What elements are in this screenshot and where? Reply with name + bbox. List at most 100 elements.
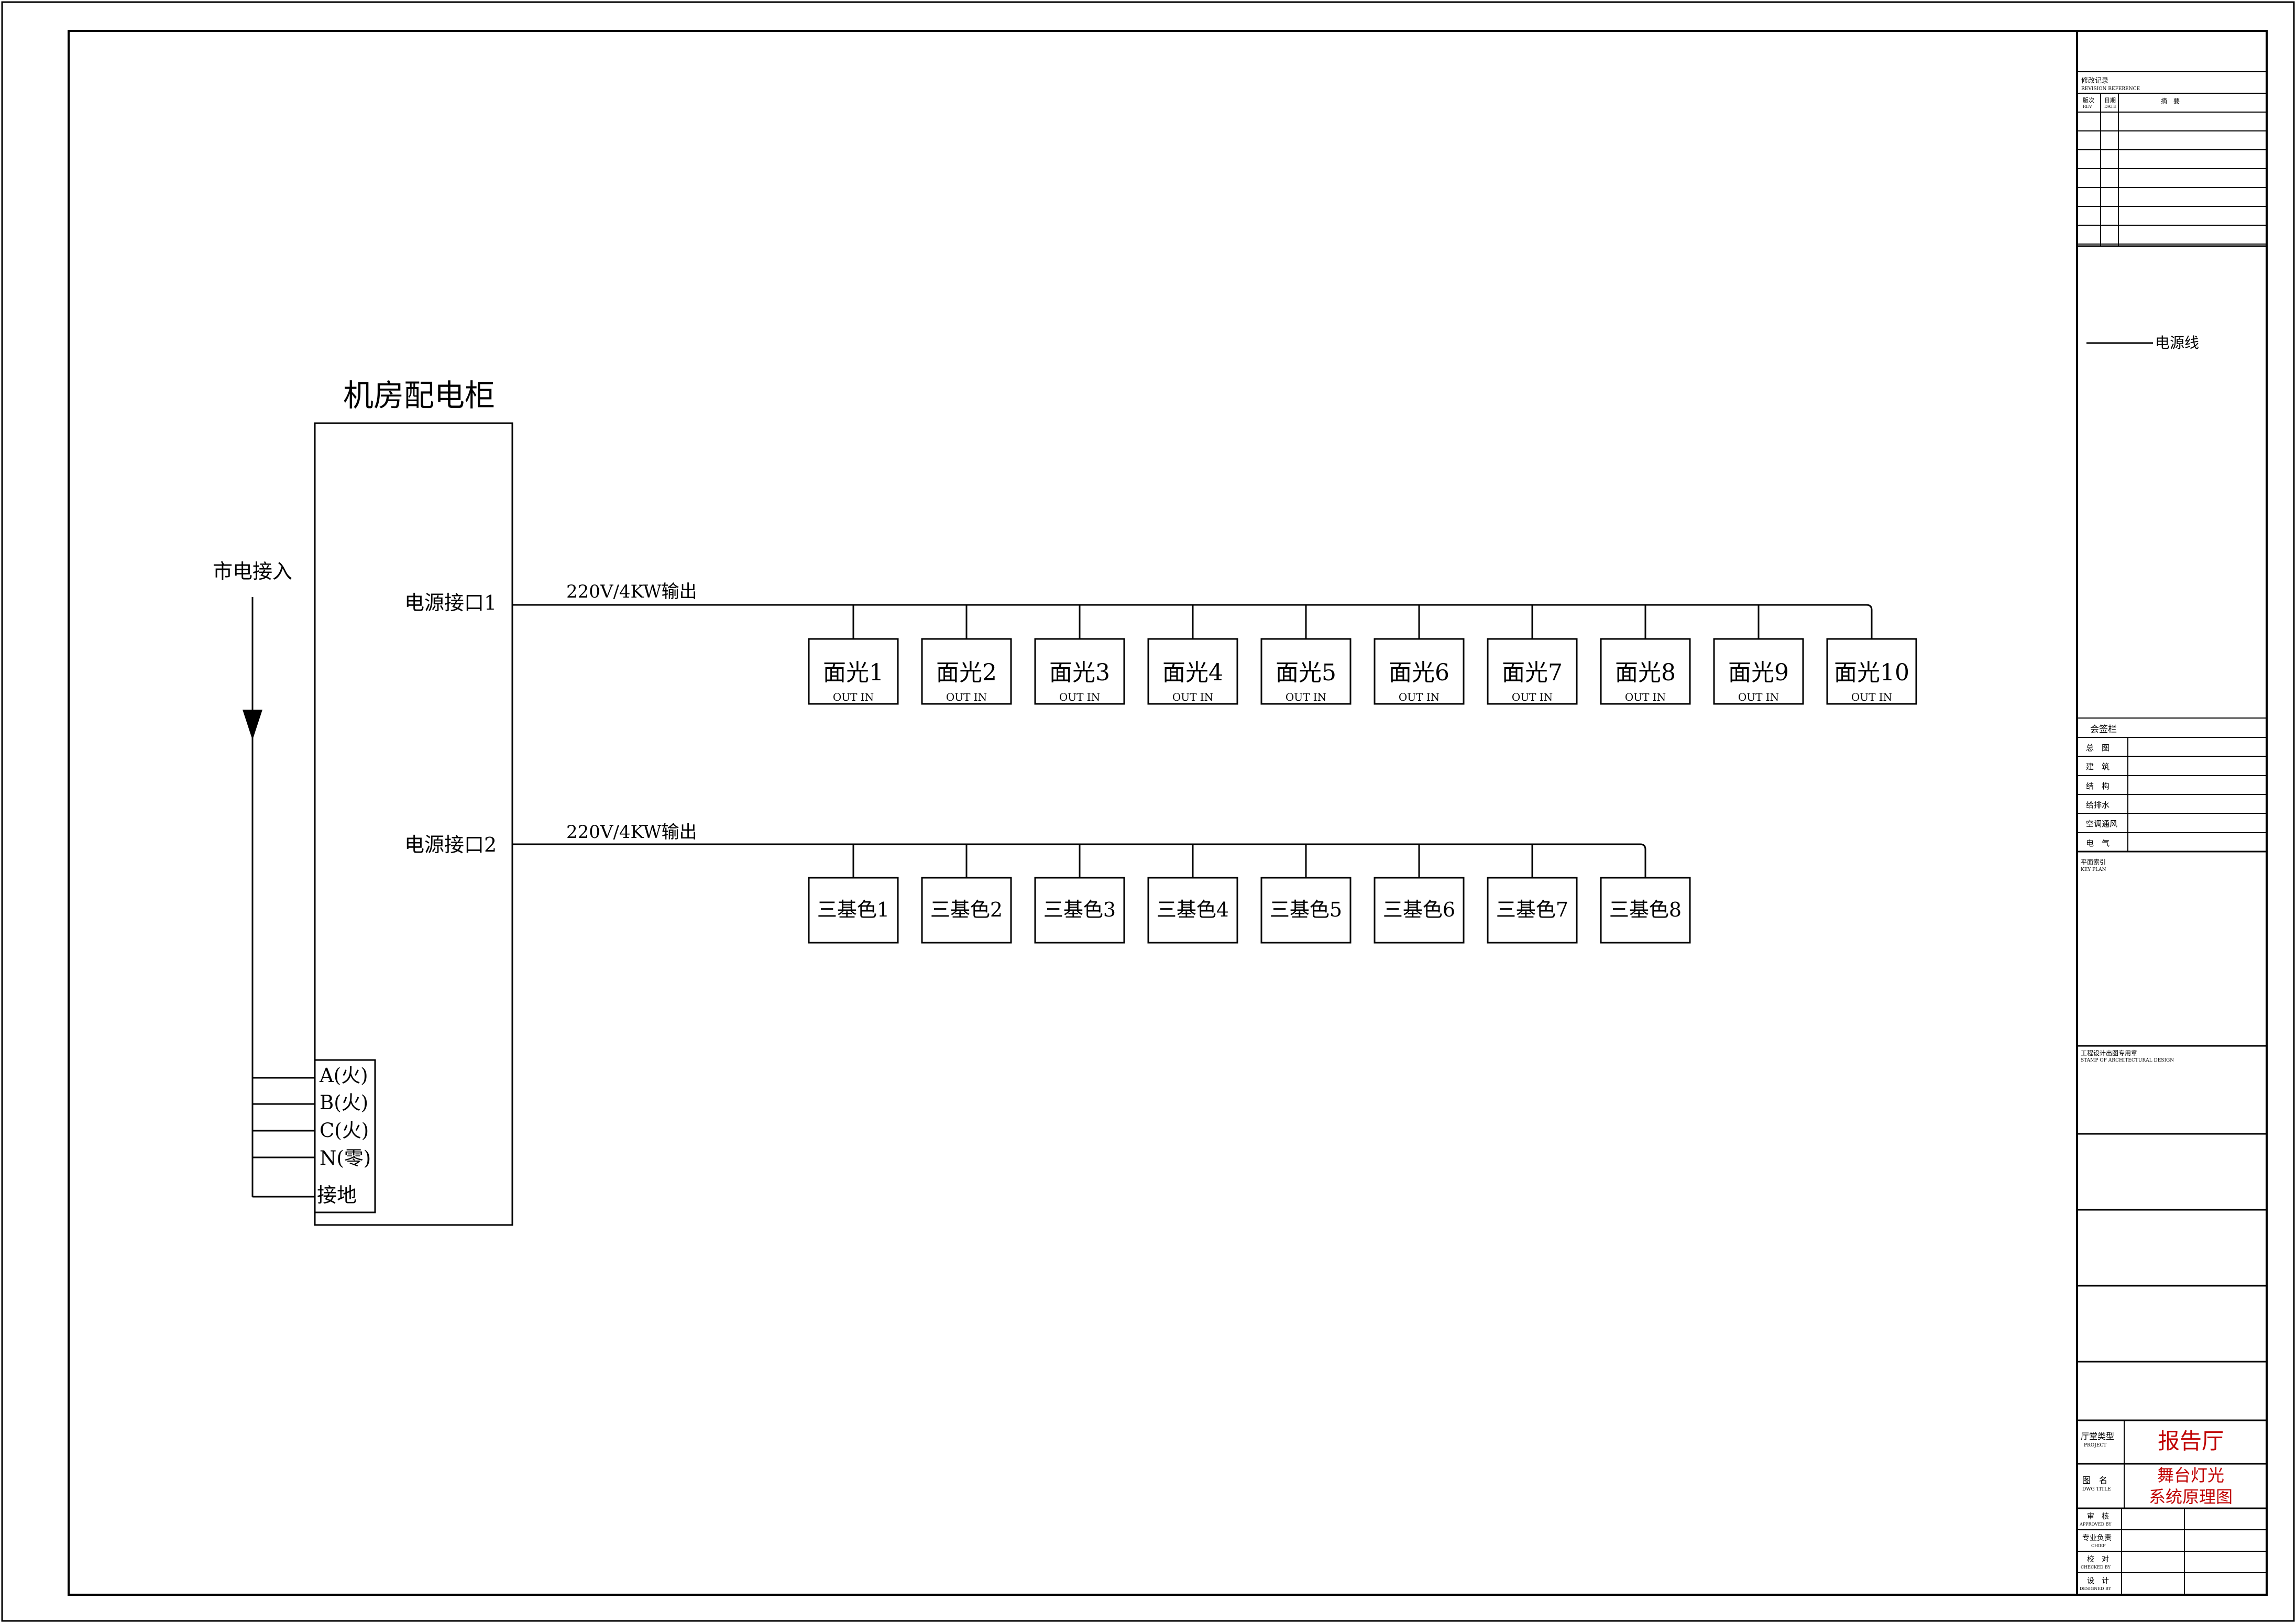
signoff-row: 总 图 (2086, 743, 2110, 753)
fixture-port-caption: OUT IN (1851, 691, 1892, 703)
fixture-label: 面光9 (1728, 659, 1789, 686)
fixture-label: 三基色6 (1383, 898, 1455, 921)
revision-table: 修改记录 REVISION REFERENCE 版次 REV 日期 DATE 摘… (2077, 71, 2267, 247)
signoff-row: 电 气 (2086, 838, 2110, 848)
fixture-label: 面光2 (936, 659, 997, 686)
circuit2-output-label: 220V/4KW输出 (566, 822, 697, 843)
fixture-port-caption: OUT IN (1399, 691, 1440, 703)
fixture-box: 三基色2 (921, 877, 1012, 944)
fixture-label: 三基色7 (1496, 898, 1568, 921)
circuit2-feeder (512, 843, 1646, 878)
terminal-n: N(零) (320, 1147, 371, 1169)
stamp-label: 工程设计出图专用章 (2081, 1049, 2137, 1057)
designed-label-en: DESIGNED BY (2080, 1586, 2112, 1591)
project-block: 厅堂类型 PROJECT 报告厅 图 名 DWG TITLE 舞台灯光 系统原理… (2077, 1420, 2267, 1509)
fixture-label: 面光3 (1049, 659, 1110, 686)
fixture-label: 面光10 (1834, 659, 1909, 686)
fixture-box: 三基色1 (808, 877, 899, 944)
terminal-a: A(火) (319, 1064, 368, 1087)
drawing-frame (68, 30, 2268, 1596)
drawing-title-line1: 舞台灯光 (2157, 1465, 2224, 1485)
signoff-table: 会签栏 总 图 建 筑 结 构 给排水 空调通风 电 气 (2077, 717, 2267, 853)
signoff-row: 结 构 (2086, 781, 2110, 791)
fixture-port-caption: OUT IN (1625, 691, 1666, 703)
terminal-c: C(火) (320, 1119, 369, 1142)
chief-label: 专业负责 (2082, 1534, 2112, 1542)
port1-label: 电源接口1 (404, 591, 497, 614)
fixture-label: 面光1 (823, 659, 884, 686)
key-plan-label-en: KEY PLAN (2081, 867, 2106, 873)
fixture-port-caption: OUT IN (1286, 691, 1326, 703)
terminal-b: B(火) (320, 1091, 368, 1114)
fixture-label: 三基色2 (930, 898, 1003, 921)
circuit1-feeder (512, 604, 1873, 639)
fixture-label: 面光8 (1615, 659, 1676, 686)
mains-label: 市电接入 (213, 560, 292, 583)
fixture-label: 三基色8 (1609, 898, 1682, 921)
revision-title-en: REVISION REFERENCE (2081, 86, 2140, 92)
fixture-box: 三基色6 (1374, 877, 1465, 944)
project-label-en: PROJECT (2084, 1443, 2106, 1448)
fixture-label: 三基色4 (1157, 898, 1229, 921)
date-col-en: DATE (2104, 104, 2116, 109)
circuit1-output-label: 220V/4KW输出 (566, 581, 697, 602)
fixture-port-caption: OUT IN (1512, 691, 1553, 703)
drawing-label-en: DWG TITLE (2082, 1487, 2111, 1492)
approved-label: 审 核 (2087, 1512, 2109, 1521)
legend-label: 电源线 (2155, 334, 2199, 351)
cabinet-box (314, 422, 513, 1226)
project-value: 报告厅 (2158, 1428, 2224, 1454)
date-col: 日期 (2104, 97, 2116, 104)
port2-label: 电源接口2 (404, 833, 497, 856)
fixture-box: 三基色5 (1260, 877, 1352, 944)
revision-title: 修改记录 (2081, 77, 2108, 85)
terminal-ground: 接地 (317, 1184, 357, 1207)
fixture-port-caption: OUT IN (833, 691, 874, 703)
fixture-port-caption: OUT IN (1172, 691, 1213, 703)
terminal-block (314, 1059, 376, 1213)
fixture-box: 三基色8 (1600, 877, 1691, 944)
fixture-label: 面光7 (1502, 659, 1563, 686)
circuit2-fixtures: 三基色1 三基色2 三基色3 三基色4 三基色5 三基色6 三基色7 三基色8 (808, 877, 1691, 944)
checked-label: 校 对 (2087, 1555, 2109, 1564)
signoff-title: 会签栏 (2090, 724, 2117, 735)
rev-col-en: REV (2083, 104, 2092, 109)
mains-arrow-icon (243, 710, 262, 740)
signoff-row: 给排水 (2086, 800, 2110, 810)
mains-input: 市电接入 (213, 560, 315, 1198)
project-label: 厅堂类型 (2081, 1431, 2114, 1441)
legend: 电源线 (2086, 334, 2199, 351)
drawing-title-line2: 系统原理图 (2149, 1487, 2233, 1507)
rev-col: 版次 (2083, 96, 2094, 104)
fixture-port-caption: OUT IN (1738, 691, 1779, 703)
fixture-box: 三基色4 (1147, 877, 1238, 944)
signoff-row: 建 筑 (2086, 762, 2110, 771)
signoff-row: 空调通风 (2086, 819, 2117, 829)
fixture-box: 三基色3 (1034, 877, 1125, 944)
fixture-label: 面光5 (1276, 659, 1336, 686)
fixture-port-caption: OUT IN (1059, 691, 1100, 703)
fixture-label: 面光6 (1389, 659, 1449, 686)
key-plan-label: 平面索引 (2081, 858, 2106, 866)
designed-label: 设 计 (2087, 1577, 2109, 1585)
approval-block: 审 核 APPROVED BY 专业负责 CHIEF 校 对 CHECKED B… (2077, 1508, 2267, 1595)
fixture-label: 面光4 (1162, 659, 1223, 686)
fixture-port-caption: OUT IN (946, 691, 987, 703)
drawing-label: 图 名 (2082, 1475, 2107, 1485)
approved-label-en: APPROVED BY (2079, 1522, 2112, 1527)
cabinet-title: 机房配电柜 (343, 378, 495, 413)
